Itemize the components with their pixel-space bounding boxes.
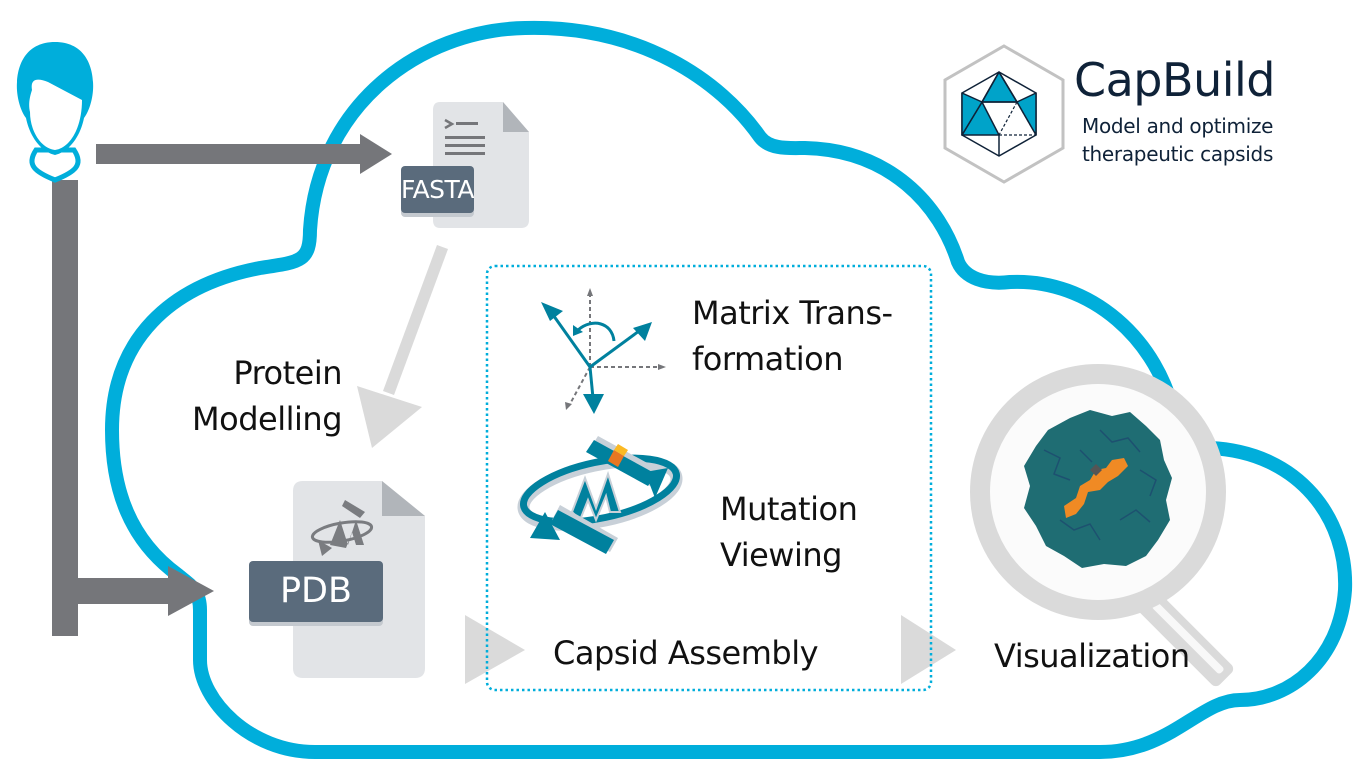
matrix-transformation-line1: Matrix Trans- xyxy=(692,294,893,332)
mutation-viewing-line2: Viewing xyxy=(720,536,842,574)
protein-modelling-label: Protein Modelling xyxy=(192,350,342,442)
protein-modelling-line1: Protein xyxy=(233,354,342,392)
matrix-transformation-label: Matrix Trans- formation xyxy=(692,290,893,382)
capsid-assembly-group xyxy=(485,264,933,692)
pdb-to-assembly-arrow xyxy=(465,615,525,684)
mutation-viewing-label: Mutation Viewing xyxy=(720,486,858,578)
icosahedron-hexagon-icon xyxy=(943,44,1065,184)
protein-modelling-line2: Modelling xyxy=(192,400,342,438)
mutation-viewing-line1: Mutation xyxy=(720,490,858,528)
fasta-file-label: FASTA xyxy=(401,166,475,213)
user-to-fasta-arrow xyxy=(96,134,392,174)
user-to-pdb-arrow xyxy=(52,180,214,636)
brand-tagline: Model and optimize therapeutic capsids xyxy=(1082,112,1273,168)
brand-tagline-line2: therapeutic capsids xyxy=(1082,142,1274,166)
pdb-file-label: PDB xyxy=(249,561,383,622)
visualization-label: Visualization xyxy=(994,637,1190,675)
protein-modelling-arrow xyxy=(357,245,448,448)
brand-tagline-line1: Model and optimize xyxy=(1082,114,1274,138)
magnifier-capsid-icon xyxy=(970,364,1234,687)
axes-rotation-icon xyxy=(541,288,666,414)
user-head-icon xyxy=(16,42,94,183)
assembly-to-visualization-arrow xyxy=(901,615,956,684)
capsid-assembly-label: Capsid Assembly xyxy=(553,634,819,672)
matrix-transformation-line2: formation xyxy=(692,340,844,378)
protein-ribbon-mutation-icon xyxy=(517,436,683,554)
brand-title: CapBuild xyxy=(1074,53,1275,107)
